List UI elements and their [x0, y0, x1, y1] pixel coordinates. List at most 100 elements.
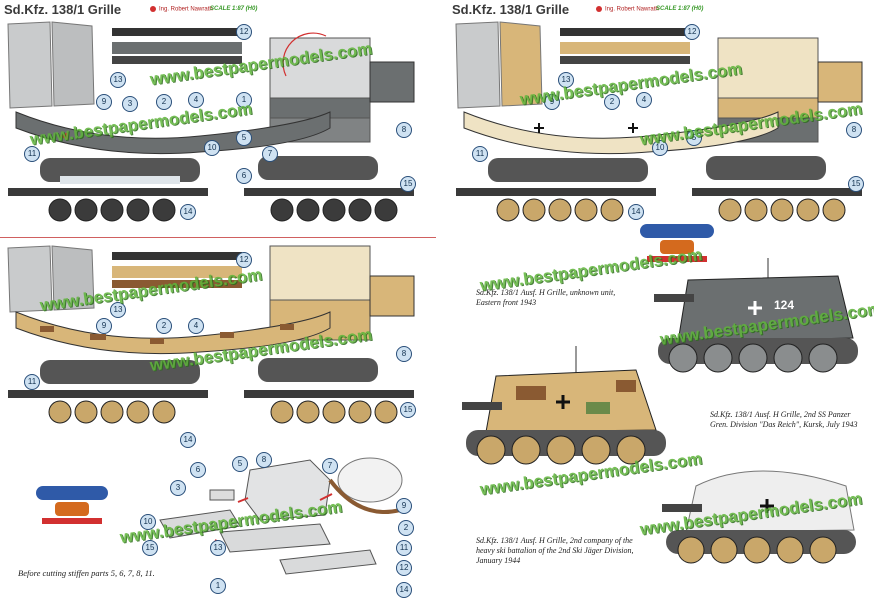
part-number: 10 — [140, 514, 156, 530]
part-number: 13 — [558, 72, 574, 88]
part-number: 12 — [236, 252, 252, 268]
arrow-icon — [319, 493, 333, 501]
logo-icon — [640, 224, 714, 264]
part-number: 8 — [256, 452, 272, 468]
part-number: 14 — [628, 204, 644, 220]
credit-left: Ing. Robert Nawrath — [150, 6, 213, 13]
cut-sheet-grey — [7, 21, 415, 222]
arrow-icon — [60, 132, 68, 140]
tank-profile-grey — [654, 258, 858, 373]
part-number: 4 — [188, 92, 204, 108]
credit-dot-icon — [596, 6, 602, 12]
part-number: 7 — [262, 146, 278, 162]
part-number: 2 — [156, 318, 172, 334]
part-number: 10 — [204, 140, 220, 156]
part-number: 2 — [156, 94, 172, 110]
part-number: 9 — [396, 498, 412, 514]
part-number: 8 — [396, 122, 412, 138]
balkenkreuz-icon — [760, 499, 774, 513]
sheet-title-left: Sd.Kfz. 138/1 Grille — [4, 2, 122, 17]
sheet-title-right: Sd.Kfz. 138/1 Grille — [452, 2, 570, 17]
part-number: 13 — [110, 72, 126, 88]
track-label-band — [60, 176, 180, 184]
part-number: 6 — [190, 462, 206, 478]
caption-winter: Sd.Kfz. 138/1 Ausf. H Grille, 2nd compan… — [476, 536, 634, 565]
tarp-piece — [7, 21, 53, 109]
part-number: 15 — [848, 176, 864, 192]
arrow-icon — [282, 32, 327, 77]
scale-left: SCALE 1:87 (H0) — [210, 6, 258, 12]
part-number: 9 — [544, 94, 560, 110]
scale-right: SCALE 1:87 (H0) — [656, 6, 704, 12]
track-piece — [159, 509, 241, 539]
balkenkreuz-icon — [628, 123, 638, 133]
tarp-cover — [337, 457, 403, 503]
part-number: 1 — [210, 578, 226, 594]
part-number: 1 — [236, 92, 252, 108]
hull-side — [269, 97, 371, 119]
balkenkreuz-icon — [534, 123, 544, 133]
cut-sheet-camo — [7, 245, 415, 424]
part-number: 13 — [110, 302, 126, 318]
caption-camo: Sd.Kfz. 138/1 Ausf. H Grille, 2nd SS Pan… — [710, 410, 858, 429]
part-number: 15 — [400, 402, 416, 418]
gun-shield — [369, 61, 415, 103]
hull-strip — [15, 111, 331, 155]
hull-base — [219, 523, 331, 553]
part-number: 3 — [170, 480, 186, 496]
part-number: 12 — [684, 24, 700, 40]
credit-dot-icon — [150, 6, 156, 12]
part-number: 5 — [236, 130, 252, 146]
tarp-piece — [51, 21, 95, 107]
hull-number: 124 — [58, 118, 70, 125]
part-number: 9 — [96, 94, 112, 110]
track-side — [328, 478, 401, 514]
part-number: 12 — [236, 24, 252, 40]
barrel-part — [112, 56, 242, 64]
barrel-part — [112, 28, 242, 36]
part-number: 3 — [122, 96, 138, 112]
credit-text: Ing. Robert Nawrath — [159, 6, 213, 13]
track-piece — [279, 549, 377, 575]
tank-profile-winter — [662, 470, 856, 564]
part-number: 12 — [396, 560, 412, 576]
part-number: 7 — [322, 458, 338, 474]
tank-number: 124 — [774, 298, 795, 312]
part-number: 14 — [396, 582, 412, 598]
part-number: 4 — [636, 92, 652, 108]
sheet-divider — [0, 237, 436, 238]
part-number: 9 — [96, 318, 112, 334]
part-number: 15 — [400, 176, 416, 192]
balkenkreuz-icon — [556, 395, 570, 409]
part-number: 8 — [396, 346, 412, 362]
track-belt — [8, 188, 208, 196]
part-number: 11 — [24, 374, 40, 390]
logo-icon — [36, 486, 108, 526]
part-number: 8 — [846, 122, 862, 138]
part-number: 11 — [24, 146, 40, 162]
part-number: 15 — [142, 540, 158, 556]
assembly-note: Before cutting stiffen parts 5, 6, 7, 8,… — [18, 568, 155, 578]
part-number: 2 — [398, 520, 414, 536]
part-number: 14 — [180, 432, 196, 448]
tank-profile-camo — [462, 346, 666, 465]
part-number: 2 — [604, 94, 620, 110]
part-number: 4 — [188, 318, 204, 334]
part-number: 11 — [472, 146, 488, 162]
credit-text: Ing. Robert Nawrath — [605, 6, 659, 13]
hull-number: 124 — [170, 118, 182, 125]
part-number: 11 — [396, 540, 412, 556]
track-top-right — [258, 156, 378, 180]
credit-right: Ing. Robert Nawrath — [596, 6, 659, 13]
part-number: 10 — [652, 140, 668, 156]
part-number: 5 — [232, 456, 248, 472]
part-number: 14 — [180, 204, 196, 220]
assembly-diagram — [159, 457, 403, 575]
part-number: 6 — [236, 168, 252, 184]
part-number: 5 — [686, 130, 702, 146]
part-number: 13 — [210, 540, 226, 556]
arrow-icon — [237, 497, 249, 503]
balkenkreuz-icon — [748, 301, 762, 315]
barrel-part — [112, 42, 242, 54]
caption-grey: Sd.Kfz. 138/1 Ausf. H Grille, unknown un… — [476, 288, 616, 307]
